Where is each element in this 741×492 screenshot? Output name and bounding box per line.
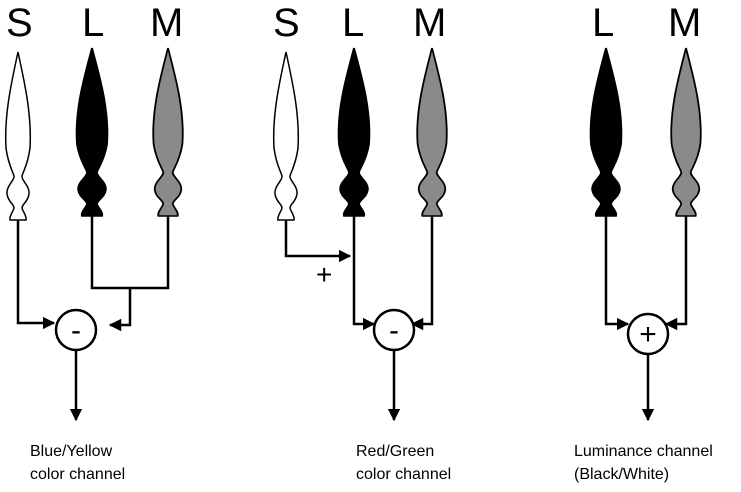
cone-label-l: L (342, 1, 364, 45)
m-input-wire (410, 216, 434, 331)
l-input-wire (604, 216, 630, 331)
caption-line1: Red/Green (356, 443, 434, 460)
subtract-operator: - (389, 314, 399, 347)
lm-input-wire (108, 288, 132, 332)
m-cone-icon (152, 47, 184, 217)
cone-label-s: S (273, 1, 300, 45)
s-input-wire (284, 220, 352, 263)
l-cone-icon (75, 47, 109, 217)
caption-line1: Luminance channel (574, 443, 713, 460)
caption-line1: Blue/Yellow (30, 443, 113, 460)
add-operator: + (639, 318, 657, 351)
caption-line2: color channel (356, 466, 451, 483)
caption-line2: (Black/White) (574, 466, 669, 483)
subtract-operator: - (71, 314, 81, 347)
cone-label-s: S (6, 1, 33, 45)
cone-label-m: M (668, 1, 701, 45)
lm-sum-wire (90, 216, 170, 290)
cone-label-l: L (82, 1, 104, 45)
cone-label-m: M (150, 1, 183, 45)
m-input-wire (664, 216, 688, 331)
m-cone-icon (670, 47, 702, 217)
panel-red-green: S L M + - Red/Green color channel (272, 1, 451, 483)
cone-label-l: L (592, 1, 614, 45)
l-cone-icon (589, 47, 623, 217)
l-cone-icon (337, 47, 371, 217)
l-input-wire (352, 216, 376, 331)
s-cone-icon (4, 51, 32, 221)
m-cone-icon (416, 47, 448, 217)
panel-luminance: L M + Luminance channel (Black/White) (574, 1, 713, 483)
s-cone-icon (272, 51, 300, 221)
panel-blue-yellow: S L M - Blue/Yellow color channel (4, 1, 184, 483)
s-input-wire (16, 220, 56, 330)
plus-sign: + (316, 259, 332, 290)
cone-label-m: M (413, 1, 446, 45)
caption-line2: color channel (30, 466, 125, 483)
